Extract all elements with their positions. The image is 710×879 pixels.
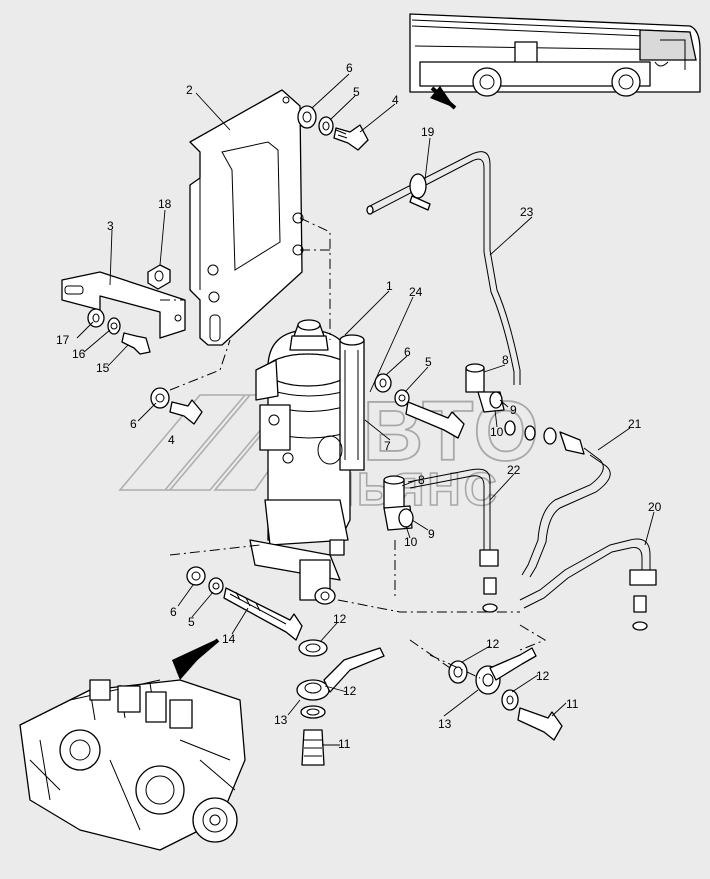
callout-12: 12	[333, 612, 347, 626]
callout-6: 6	[130, 417, 137, 431]
callout-5: 5	[188, 615, 195, 629]
fuel-pipe-part-20	[629, 538, 657, 631]
callout-8: 8	[502, 353, 509, 367]
callout-13: 13	[438, 717, 452, 731]
callout-6: 6	[346, 61, 353, 75]
callout-7: 7	[384, 439, 391, 453]
callout-18: 18	[158, 197, 172, 211]
bolt-set-left	[87, 308, 151, 355]
bus-location-icon	[409, 13, 701, 110]
callout-12: 12	[343, 684, 357, 698]
fitting-set-lower	[383, 475, 414, 531]
callout-4: 4	[168, 433, 175, 447]
callout-11: 11	[566, 697, 579, 711]
callout-23: 23	[520, 205, 534, 219]
callout-10: 10	[490, 425, 504, 439]
callout-12: 12	[536, 669, 550, 683]
leader-lines	[76, 73, 655, 746]
fuel-pipe-part-23	[366, 151, 521, 385]
callout-13: 13	[274, 713, 288, 727]
bracket-part-3	[61, 271, 186, 339]
callout-9: 9	[510, 403, 517, 417]
callout-10: 10	[404, 535, 418, 549]
bolt-set-right	[374, 373, 465, 439]
fuel-filter-unit-part-1	[249, 319, 365, 605]
banjo-fitting-left	[296, 639, 385, 766]
engine-location-icon	[19, 638, 246, 851]
fitting-set-upper	[465, 363, 505, 413]
fuel-pipe-part-22	[407, 468, 499, 613]
fuel-pipe-part-21	[504, 420, 631, 609]
callout-2: 2	[186, 83, 193, 97]
assembly-lines	[160, 217, 547, 679]
callout-21: 21	[628, 417, 642, 431]
callout-3: 3	[107, 219, 114, 233]
callout-14: 14	[222, 632, 236, 646]
callout-12: 12	[486, 637, 500, 651]
callout-22: 22	[507, 463, 521, 477]
callout-5: 5	[425, 355, 432, 369]
callout-9: 9	[428, 527, 435, 541]
callout-6: 6	[170, 605, 177, 619]
callout-labels: 6 5 4 2 19 23 18 3 1 24 6 5 8 9 10 17 16…	[56, 61, 662, 751]
callout-5: 5	[353, 85, 360, 99]
callout-11: 11	[338, 737, 351, 751]
callout-4: 4	[392, 93, 399, 107]
callout-6: 6	[404, 345, 411, 359]
callout-20: 20	[648, 500, 662, 514]
bracket-part-2	[189, 89, 304, 346]
banjo-fitting-right	[448, 647, 563, 741]
callout-19: 19	[421, 125, 435, 139]
callout-16: 16	[72, 347, 86, 361]
callout-17: 17	[56, 333, 70, 347]
callout-1: 1	[386, 279, 393, 293]
callout-24: 24	[409, 285, 423, 299]
bolt-set-top	[297, 105, 369, 151]
callout-8: 8	[418, 473, 425, 487]
callout-15: 15	[96, 361, 110, 375]
long-bolt-part-14	[186, 566, 303, 641]
